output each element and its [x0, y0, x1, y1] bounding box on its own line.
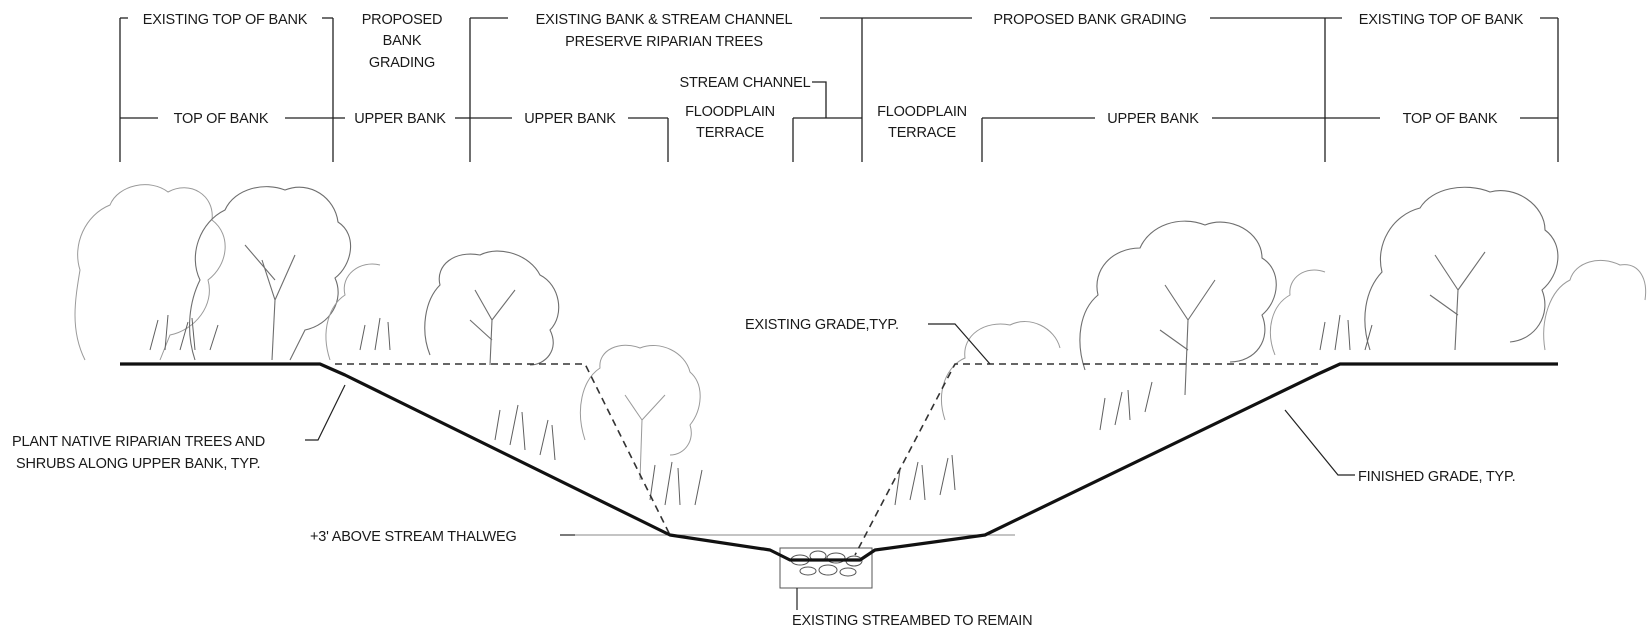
tree-channel-left-trunk: [624, 394, 666, 481]
label-upper-bank-right: UPPER BANK: [1107, 111, 1199, 127]
label-existing-grade: EXISTING GRADE,TYP.: [745, 317, 899, 333]
tree-left-3: [325, 263, 381, 361]
shrub-right-top: [1319, 314, 1373, 351]
streambed-box: [779, 547, 873, 589]
tree-right-4-trunk: [1429, 251, 1486, 351]
plant-native-leader: [305, 384, 346, 441]
label-proposed-grading-right: PROPOSED BANK GRADING: [993, 12, 1186, 28]
stone: [826, 552, 846, 564]
label-plant-native-2: SHRUBS ALONG UPPER BANK, TYP.: [16, 456, 260, 472]
tree-right-4: [1364, 186, 1559, 351]
label-plant-native-1: PLANT NATIVE RIPARIAN TREES AND: [12, 434, 265, 450]
tree-left-2: [189, 186, 352, 361]
shrub-left-2: [359, 317, 391, 351]
zone-brackets: [119, 17, 1559, 162]
label-streambed: EXISTING STREAMBED TO REMAIN: [792, 613, 1032, 629]
label-top-of-bank-right: TOP OF BANK: [1403, 111, 1498, 127]
tree-right-2-trunk: [1159, 279, 1216, 396]
label-upper-bank-1: UPPER BANK: [354, 111, 446, 127]
existing-grade-right: [854, 363, 1318, 556]
label-floodplain-left-2: TERRACE: [696, 125, 764, 141]
tree-channel-left: [579, 344, 701, 456]
tree-right-1: [941, 321, 1061, 421]
label-proposed-grading-left-1: PROPOSED: [362, 12, 443, 28]
label-finished-grade: FINISHED GRADE, TYP.: [1358, 469, 1515, 485]
label-existing-channel-2: PRESERVE RIPARIAN TREES: [565, 34, 763, 50]
tree-left-2-trunk: [244, 244, 296, 361]
shrub-left-1: [149, 314, 219, 351]
label-proposed-grading-left-3: GRADING: [369, 55, 435, 71]
label-floodplain-left-1: FLOODPLAIN: [685, 104, 775, 120]
tree-right-2: [1079, 220, 1277, 371]
label-existing-channel-1: EXISTING BANK & STREAM CHANNEL: [536, 12, 793, 28]
stone: [799, 566, 817, 576]
tree-left-1: [74, 184, 226, 361]
label-thalweg: +3' ABOVE STREAM THALWEG: [310, 529, 517, 545]
shrub-bank-left: [494, 404, 556, 461]
tree-right-5: [1543, 259, 1647, 351]
vegetation-group: [74, 184, 1647, 506]
label-floodplain-right-1: FLOODPLAIN: [877, 104, 967, 120]
tree-mid-left: [424, 250, 560, 366]
existing-grade-left: [335, 363, 671, 536]
label-existing-top-right: EXISTING TOP OF BANK: [1359, 12, 1524, 28]
stone: [818, 564, 838, 576]
existing-grade-leader: [928, 323, 991, 365]
label-upper-bank-2: UPPER BANK: [524, 111, 616, 127]
finished-grade-leader: [1284, 409, 1355, 476]
label-top-of-bank-left: TOP OF BANK: [174, 111, 269, 127]
label-stream-channel: STREAM CHANNEL: [680, 75, 811, 91]
shrub-bank-right: [1099, 381, 1153, 431]
stream-channel-leader: [812, 81, 827, 118]
shrub-channel-right: [894, 454, 956, 506]
label-floodplain-right-2: TERRACE: [888, 125, 956, 141]
label-existing-top-left: EXISTING TOP OF BANK: [143, 12, 308, 28]
tree-mid-left-trunk: [469, 289, 516, 366]
streambed-stones: [779, 547, 873, 589]
tree-right-3: [1269, 269, 1326, 356]
shrub-channel-left: [649, 461, 703, 506]
finished-grade-line: [120, 362, 1558, 562]
stone: [839, 567, 857, 577]
label-proposed-grading-left-2: BANK: [383, 33, 422, 49]
